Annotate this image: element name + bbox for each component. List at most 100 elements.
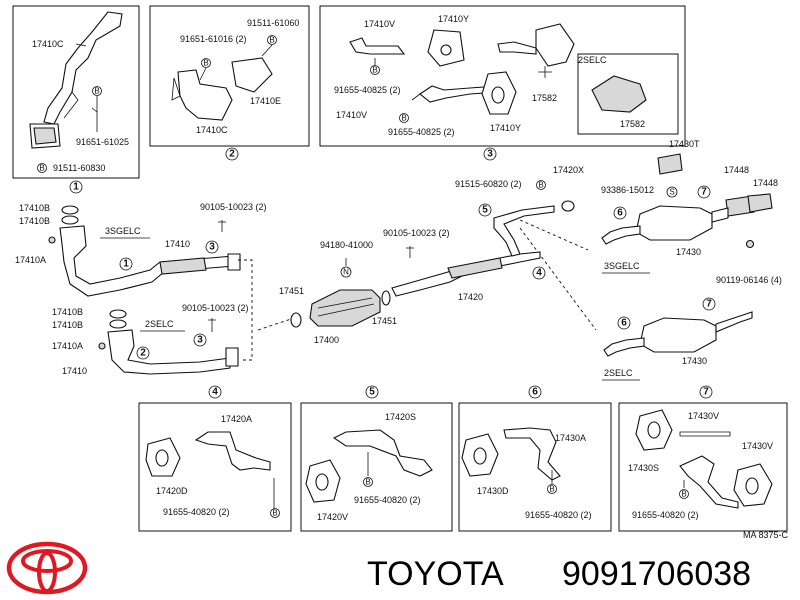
label-93386-15012: 93386-15012 — [601, 185, 654, 195]
panel-1: 17410C B 91651-61025 B 91511-60830 1 — [12, 5, 140, 194]
label-17448-b: 17448 — [753, 178, 778, 188]
reference-code: MA 8375-C — [743, 530, 789, 540]
brand-name: TOYOTA — [367, 555, 504, 593]
label-90119-06146: 90119-06146 (4) — [716, 275, 782, 285]
marker-n: N — [343, 268, 349, 277]
label-17420A: 17420A — [221, 414, 252, 424]
index-number-3: 3 — [487, 149, 493, 160]
label-91655-40820: 91655-40820 (2) — [163, 507, 230, 517]
connector-dash — [238, 259, 253, 361]
label-17420: 17420 — [458, 292, 483, 302]
label-91515-60820: 91515-60820 (2) — [455, 179, 522, 189]
marker-b: B — [401, 114, 406, 123]
variant-3SGELC-b: 3SGELC — [604, 261, 640, 271]
toyota-logo-icon — [6, 541, 88, 595]
marker-b: B — [269, 36, 274, 45]
label-17410-b: 17410 — [62, 366, 87, 376]
label-94180-41000: 94180-41000 — [320, 240, 373, 250]
panel-2: 91651-61016 (2) 91511-61060 B B 17410E 1… — [149, 5, 310, 161]
label-17410V-b: 17410V — [336, 110, 367, 120]
label-91651-61016: 91651-61016 (2) — [180, 34, 247, 44]
label-17410C: 17410C — [32, 39, 64, 49]
index-number-6: 6 — [617, 208, 623, 219]
label-17410Y-b: 17410Y — [490, 123, 521, 133]
marker-b: B — [538, 181, 543, 190]
label-91655-40820-d: 91655-40820 (2) — [632, 510, 699, 520]
index-number-5-b: 5 — [369, 387, 375, 398]
panel-4: 17420A 17420D 91655-40820 (2) B — [138, 402, 292, 532]
label-17410B-d: 17410B — [52, 320, 83, 330]
label-17410E: 17410E — [250, 96, 281, 106]
label-91651-61025: 91651-61025 — [76, 137, 129, 147]
index-number-4: 4 — [536, 268, 542, 279]
label-17410A: 17410A — [15, 255, 46, 265]
label-17430V-b: 17430V — [742, 441, 773, 451]
index-number-5: 5 — [482, 205, 488, 216]
label-17410B: 17410B — [19, 203, 50, 213]
front-pipe-2selc: 17410B 17410B 17410A 2SELC 17410 2 90105… — [52, 303, 249, 376]
tail-pipe-2selc: 7 6 17430 2SELC — [602, 297, 753, 381]
label-17451: 17451 — [279, 286, 304, 296]
index-number-3-c: 3 — [197, 335, 203, 346]
label-17430T: 17430T — [669, 139, 700, 149]
index-number-1: 1 — [73, 182, 79, 193]
label-17582: 17582 — [532, 93, 557, 103]
index-number-2: 2 — [229, 149, 235, 160]
label-90105-10023: 90105-10023 (2) — [200, 202, 267, 212]
label-91655-40820-c: 91655-40820 (2) — [525, 510, 592, 520]
marker-b: B — [203, 59, 208, 68]
marker-b: B — [272, 509, 277, 518]
catalytic-converter: 17451 17400 94180-41000 N 17451 — [279, 240, 397, 345]
panel-5: 17420S B 91655-40820 (2) 17420V — [300, 402, 453, 532]
index-number-6-b: 6 — [621, 318, 627, 329]
index-number-2-b: 2 — [140, 348, 146, 359]
label-17420V: 17420V — [317, 512, 348, 522]
part-number: 9091706038 — [562, 555, 751, 593]
label-17400: 17400 — [314, 335, 339, 345]
label-17410A-b: 17410A — [52, 341, 83, 351]
label-17410B-b: 17410B — [19, 216, 50, 226]
label-17420S: 17420S — [385, 412, 416, 422]
label-17420D: 17420D — [156, 486, 188, 496]
index-number-1-b: 1 — [123, 259, 129, 270]
label-17448: 17448 — [724, 165, 749, 175]
label-91655-40820-b: 91655-40820 (2) — [354, 495, 421, 505]
label-17410C: 17410C — [196, 125, 228, 135]
variant-2SELC-c: 2SELC — [604, 368, 633, 378]
marker-b: B — [94, 87, 99, 96]
center-pipe: 90105-10023 (2) 17420 91515-60820 (2) B … — [383, 165, 584, 302]
label-17430A: 17430A — [555, 433, 586, 443]
marker-b: B — [372, 66, 377, 75]
label-17430S: 17430S — [628, 463, 659, 473]
panel-3: 17410V 17410Y B 91655-40825 (2) 17410V B… — [319, 5, 686, 161]
tail-pipe-3sgelc: 17430T 93386-15012 S 7 17448 17448 6 174… — [601, 139, 782, 285]
marker-b: B — [549, 485, 554, 494]
marker-b: B — [365, 478, 370, 487]
variant-3SGELC: 3SGELC — [105, 226, 141, 236]
label-17410Y: 17410Y — [438, 14, 469, 24]
variant-2SELC: 2SELC — [145, 319, 174, 329]
label-17430-b: 17430 — [682, 356, 707, 366]
label-91511-61060: 91511-61060 — [247, 18, 299, 28]
label-17430: 17430 — [676, 247, 701, 257]
front-pipe-3sgelc: 17410B 17410B 17410A 3SGELC 17410 1 9010… — [15, 202, 267, 297]
marker-b: B — [39, 164, 44, 173]
index-number-6-c: 6 — [532, 387, 538, 398]
connector-dash — [519, 227, 597, 331]
marker-b: B — [681, 490, 686, 499]
label-17410: 17410 — [165, 239, 190, 249]
label-17430D: 17430D — [477, 486, 509, 496]
index-number-7: 7 — [701, 187, 707, 198]
label-91655-40825: 91655-40825 (2) — [334, 85, 401, 95]
label-17451-b: 17451 — [372, 316, 397, 326]
label-17410B-c: 17410B — [52, 307, 83, 317]
label-91655-40825-b: 91655-40825 (2) — [388, 127, 455, 137]
index-number-4-b: 4 — [212, 387, 218, 398]
label-17420X: 17420X — [553, 165, 584, 175]
variant-2SELC: 2SELC — [578, 55, 607, 65]
label-17430V: 17430V — [688, 411, 719, 421]
index-number-3-b: 3 — [209, 242, 215, 253]
panel-6: 17430A B 17430D 91655-40820 (2) — [458, 402, 612, 532]
label-91511-60830: 91511-60830 — [53, 163, 105, 173]
